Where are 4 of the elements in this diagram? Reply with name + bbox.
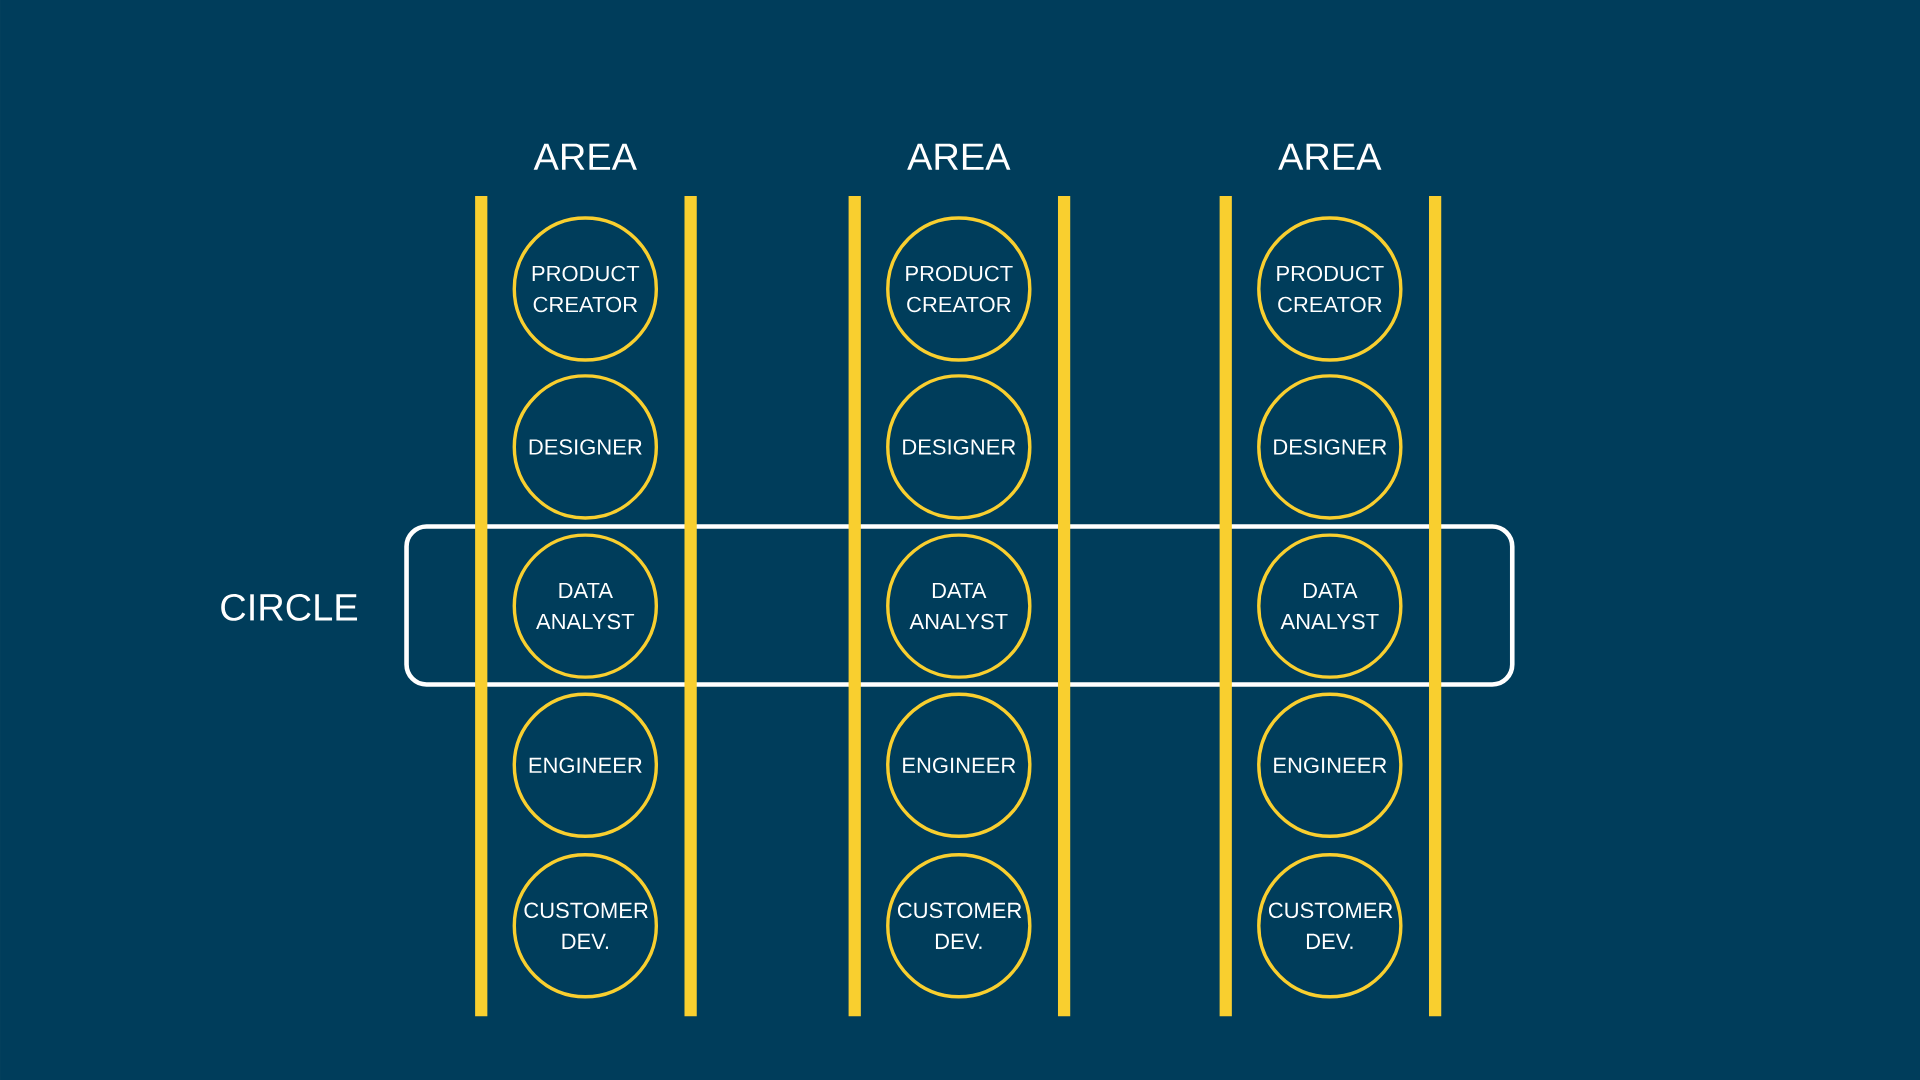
- node-label: AREA: [907, 143, 1011, 170]
- node-label: CIRCLE: [221, 593, 358, 621]
- node-label: AREA: [533, 143, 637, 170]
- node-label: AREA: [1278, 143, 1382, 170]
